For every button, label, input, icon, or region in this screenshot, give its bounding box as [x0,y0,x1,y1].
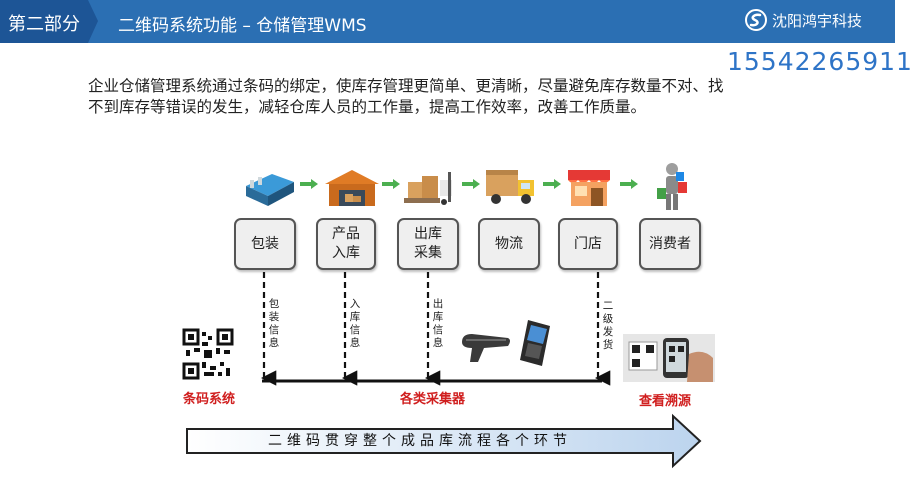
warehouse-icon [325,170,379,206]
flow-arrow-icon [300,179,318,189]
step-outbound[interactable]: 出库 采集 [397,218,459,270]
step-label: 包装 [251,235,279,252]
flow-caption: 二维码贯穿整个成品库流程各个环节 [268,433,572,449]
flow-arrow-icon [543,179,561,189]
step-label: 消费者 [649,235,691,252]
brand-logo-icon [745,9,767,31]
step-logistics[interactable]: 物流 [478,218,540,270]
phone-number: 15542265911 [727,47,913,76]
packaging-plant-icon [246,174,294,206]
step-label: 物流 [495,235,523,252]
barcode-scanner-icon [462,334,510,362]
step-packaging[interactable]: 包装 [234,218,296,270]
trace-label: 查看溯源 [639,394,692,409]
collectors-label: 各类采集器 [400,392,466,407]
brand: 沈阳鸿宇科技 [745,9,862,31]
barcode-system-label: 条码系统 [183,392,236,407]
consumer-icon [657,163,687,210]
step-label: 产品 入库 [332,226,360,261]
handheld-terminal-icon [520,320,550,366]
intro-line-1: 企业仓储管理系统通过条码的绑定，使库存管理更简单、更清晰，尽量避免库存数量不对、… [88,77,724,95]
section-tab[interactable] [0,0,98,43]
brand-name: 沈阳鸿宇科技 [772,11,863,30]
flow-arrow-icon [382,179,400,189]
flow-arrow-icon [620,179,638,189]
forklift-pallet-icon [404,172,452,205]
step-inbound[interactable]: 产品 入库 [316,218,376,270]
info-label-packaging: 包装信息 [268,298,280,349]
phone-scan-qr-icon [623,334,715,382]
qr-code-icon [182,328,234,380]
page-title: 二维码系统功能 – 仓储管理WMS [118,16,367,36]
step-store[interactable]: 门店 [558,218,618,270]
step-label: 门店 [574,235,602,252]
intro-line-2: 不到库存等错误的发生，减轻仓库人员的工作量，提高工作效率，改善工作质量。 [88,98,647,116]
info-label-inbound: 入库信息 [349,298,361,349]
step-consumer[interactable]: 消费者 [639,218,701,270]
info-label-dispatch: 二级发货 [602,300,614,351]
process-flow-arrow [186,413,702,469]
info-label-outbound: 出库信息 [432,298,444,349]
step-label: 出库 采集 [414,226,442,261]
store-icon [568,170,610,206]
header-bar: 第二部分 二维码系统功能 – 仓储管理WMS 沈阳鸿宇科技 [0,0,895,43]
delivery-truck-icon [486,170,534,204]
intro-text: 企业仓储管理系统通过条码的绑定，使库存管理更简单、更清晰，尽量避免库存数量不对、… [88,76,838,118]
flow-arrow-icon [462,179,480,189]
section-label: 第二部分 [8,14,80,35]
